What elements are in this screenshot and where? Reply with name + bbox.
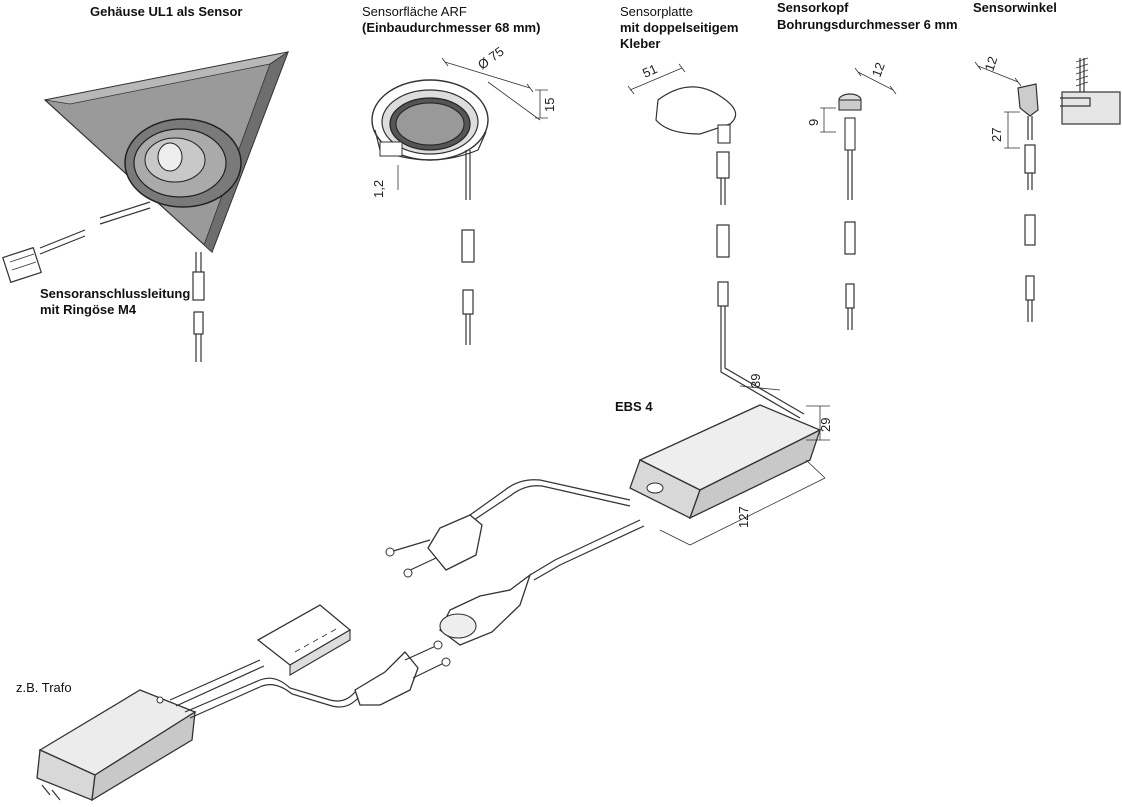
label-plate-2: mit doppelseitigem bbox=[620, 20, 739, 35]
dim-arf-height: 15 bbox=[542, 98, 557, 112]
sensor-plate bbox=[627, 63, 805, 419]
ebs4-unit bbox=[469, 385, 830, 581]
sensor-angle bbox=[974, 57, 1121, 322]
label-sensor-cable-2: mit Ringöse M4 bbox=[40, 302, 137, 317]
dim-plate-width: 51 bbox=[640, 61, 659, 81]
label-arf-2: (Einbaudurchmesser 68 mm) bbox=[362, 20, 541, 35]
euro-plug-bottom bbox=[354, 640, 451, 706]
housing-ul1 bbox=[2, 50, 289, 362]
sensor-head bbox=[820, 67, 897, 330]
dim-head-width: 12 bbox=[869, 60, 888, 79]
dim-angle-width: 12 bbox=[982, 55, 1001, 73]
dim-ebs-height: 29 bbox=[818, 418, 833, 432]
label-plate-3: Kleber bbox=[620, 36, 661, 51]
label-angle: Sensorwinkel bbox=[973, 0, 1057, 15]
label-head-1: Sensorkopf bbox=[777, 0, 849, 15]
label-plate-1: Sensorplatte bbox=[620, 4, 693, 19]
dim-arf-flange: 1,2 bbox=[371, 180, 386, 198]
dim-head-height: 9 bbox=[806, 119, 821, 126]
trafo-unit bbox=[36, 659, 359, 802]
label-head-2: Bohrungsdurchmesser 6 mm bbox=[777, 17, 958, 32]
dim-ebs-width: 39 bbox=[748, 374, 763, 388]
label-ebs: EBS 4 bbox=[615, 399, 653, 414]
dim-angle-height: 27 bbox=[989, 128, 1004, 142]
sensor-arf bbox=[371, 57, 548, 345]
label-trafo: z.B. Trafo bbox=[16, 680, 72, 695]
dim-arf-diameter: Ø 75 bbox=[475, 44, 507, 73]
euro-socket bbox=[439, 573, 532, 646]
euro-plug-top bbox=[385, 514, 483, 578]
label-sensor-cable-1: Sensoranschlussleitung bbox=[40, 286, 191, 301]
multi-socket bbox=[256, 604, 352, 676]
dim-ebs-length: 127 bbox=[736, 506, 751, 528]
label-arf-1: Sensorfläche ARF bbox=[362, 4, 467, 19]
label-housing: Gehäuse UL1 als Sensor bbox=[90, 4, 243, 19]
